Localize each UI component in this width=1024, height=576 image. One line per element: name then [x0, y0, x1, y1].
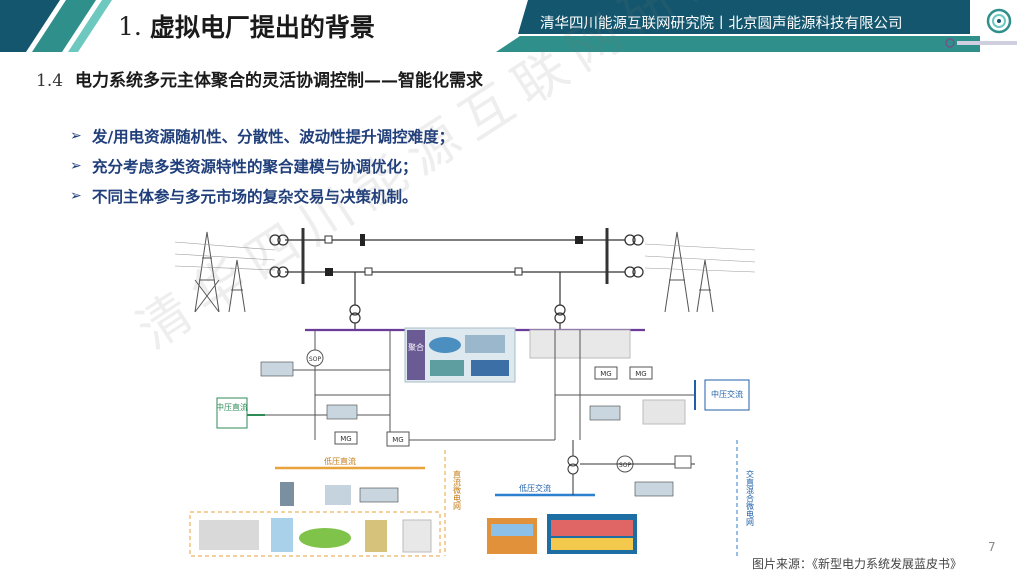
section-heading: 1.4 电力系统多元主体聚合的灵活协调控制——智能化需求	[36, 66, 483, 91]
arrow-right-icon: ➢	[70, 128, 82, 144]
mg-box: MG	[386, 431, 410, 447]
header-band: 1. 虚拟电厂提出的背景 清华四川能源互联网研究院丨北京圆声能源科技有限公司	[0, 0, 1024, 52]
lv-dc-label: 低压直流	[324, 456, 356, 466]
organization-name: 清华四川能源互联网研究院丨北京圆声能源科技有限公司	[540, 16, 903, 32]
mv-dc-node: 中压直流	[216, 397, 265, 429]
section-title: 电力系统多元主体聚合的灵活协调控制——智能化需求	[75, 71, 484, 91]
mg-label: MG	[600, 370, 611, 378]
bullet-text: 发/用电资源随机性、分散性、波动性提升调控难度；	[92, 128, 455, 146]
university-logo-icon	[945, 38, 1017, 48]
mv-ac-label: 中压交流	[711, 389, 743, 399]
hv-lines	[269, 228, 644, 284]
bullet-item: ➢ 不同主体参与多元市场的复杂交易与决策机制。	[70, 182, 454, 210]
aggregation-label: 聚合	[408, 342, 424, 352]
mg-label: MG	[392, 436, 403, 444]
breakers	[324, 234, 583, 276]
institute-logo-icon	[986, 8, 1012, 34]
lv-ac-label: 低压交流	[519, 483, 551, 493]
arrow-right-icon: ➢	[70, 158, 82, 174]
bullet-text: 充分考虑多类资源特性的聚合建模与协调优化；	[92, 158, 418, 176]
aggregation-image: 聚合	[404, 327, 516, 383]
bullet-item: ➢ 发/用电资源随机性、分散性、波动性提升调控难度；	[70, 122, 454, 150]
lv-ac-text: 低压交流	[519, 483, 551, 493]
transmission-tower-icon	[644, 231, 756, 313]
mg-box: MG	[594, 366, 618, 380]
sop-label: SOP	[619, 462, 632, 469]
page-title: 1. 虚拟电厂提出的背景	[118, 8, 375, 44]
page-number: 7	[988, 540, 996, 554]
transmission-tower-icon	[175, 231, 276, 313]
acdc-microgrid-text: 交直混合微电网	[746, 469, 755, 527]
acdc-microgrid-label: 交直混合微电网	[746, 469, 755, 527]
mg-label: MG	[635, 370, 646, 378]
image-source: 图片来源：《新型电力系统发展蓝皮书》	[752, 557, 963, 571]
section-number: 1.4	[36, 71, 64, 91]
mv-ac-node: 中压交流	[694, 379, 750, 411]
ac-load-buildings	[487, 514, 637, 554]
dc-microgrid-label: 直流微电网	[453, 469, 462, 511]
title-number: 1.	[118, 11, 142, 41]
mg-label: MG	[340, 435, 351, 443]
mg-box: MG	[334, 431, 358, 445]
power-system-diagram: 聚合 MG MG MG MG SOP SO	[175, 228, 756, 557]
bullet-item: ➢ 充分考虑多类资源特性的聚合建模与协调优化；	[70, 152, 454, 180]
arrow-right-icon: ➢	[70, 188, 82, 204]
bullet-list: ➢ 发/用电资源随机性、分散性、波动性提升调控难度； ➢ 充分考虑多类资源特性的…	[70, 122, 454, 212]
mg-box: MG	[629, 366, 653, 380]
dc-load-icons	[199, 482, 432, 553]
title-text: 虚拟电厂提出的背景	[149, 13, 375, 42]
transformers	[349, 272, 566, 330]
sop-node: SOP	[306, 349, 324, 367]
header-decoration	[0, 0, 980, 52]
mv-dc-label: 中压直流	[216, 402, 248, 412]
pv-wind-icon	[260, 361, 674, 503]
lv-dc-text: 低压直流	[324, 456, 356, 466]
dc-microgrid-text: 直流微电网	[453, 469, 462, 511]
sop-label: SOP	[309, 356, 322, 363]
bullet-text: 不同主体参与多元市场的复杂交易与决策机制。	[92, 188, 418, 206]
